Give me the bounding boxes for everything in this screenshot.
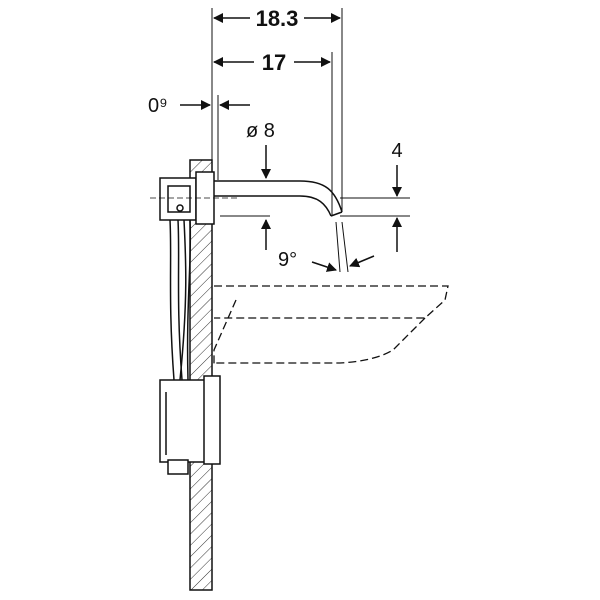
spout-diameter-label: ø 8 <box>246 120 275 142</box>
upper-mounting-box <box>150 171 240 225</box>
extension-lines <box>211 8 410 273</box>
spout <box>214 180 343 217</box>
spout-height-label: 4 <box>391 140 402 162</box>
dimension-overall-depth: 18.3 <box>213 6 341 31</box>
dimension-spout-reach: 17 <box>213 50 331 75</box>
dimension-spout-diameter: ø 8 <box>246 120 275 250</box>
wall-section <box>189 159 213 591</box>
spout-reach-label: 17 <box>262 50 286 75</box>
wash-basin <box>213 285 449 366</box>
supply-hoses <box>169 219 192 381</box>
overall-depth-label: 18.3 <box>256 6 299 31</box>
dimension-spout-angle: 9° <box>278 249 375 272</box>
spout-angle-label: 9° <box>278 249 297 271</box>
lower-control-box <box>159 375 221 475</box>
dimension-wall-offset: 0⁹ <box>148 95 250 117</box>
wall-offset-label: 0⁹ <box>148 95 168 117</box>
dimension-spout-height: 4 <box>391 140 403 252</box>
